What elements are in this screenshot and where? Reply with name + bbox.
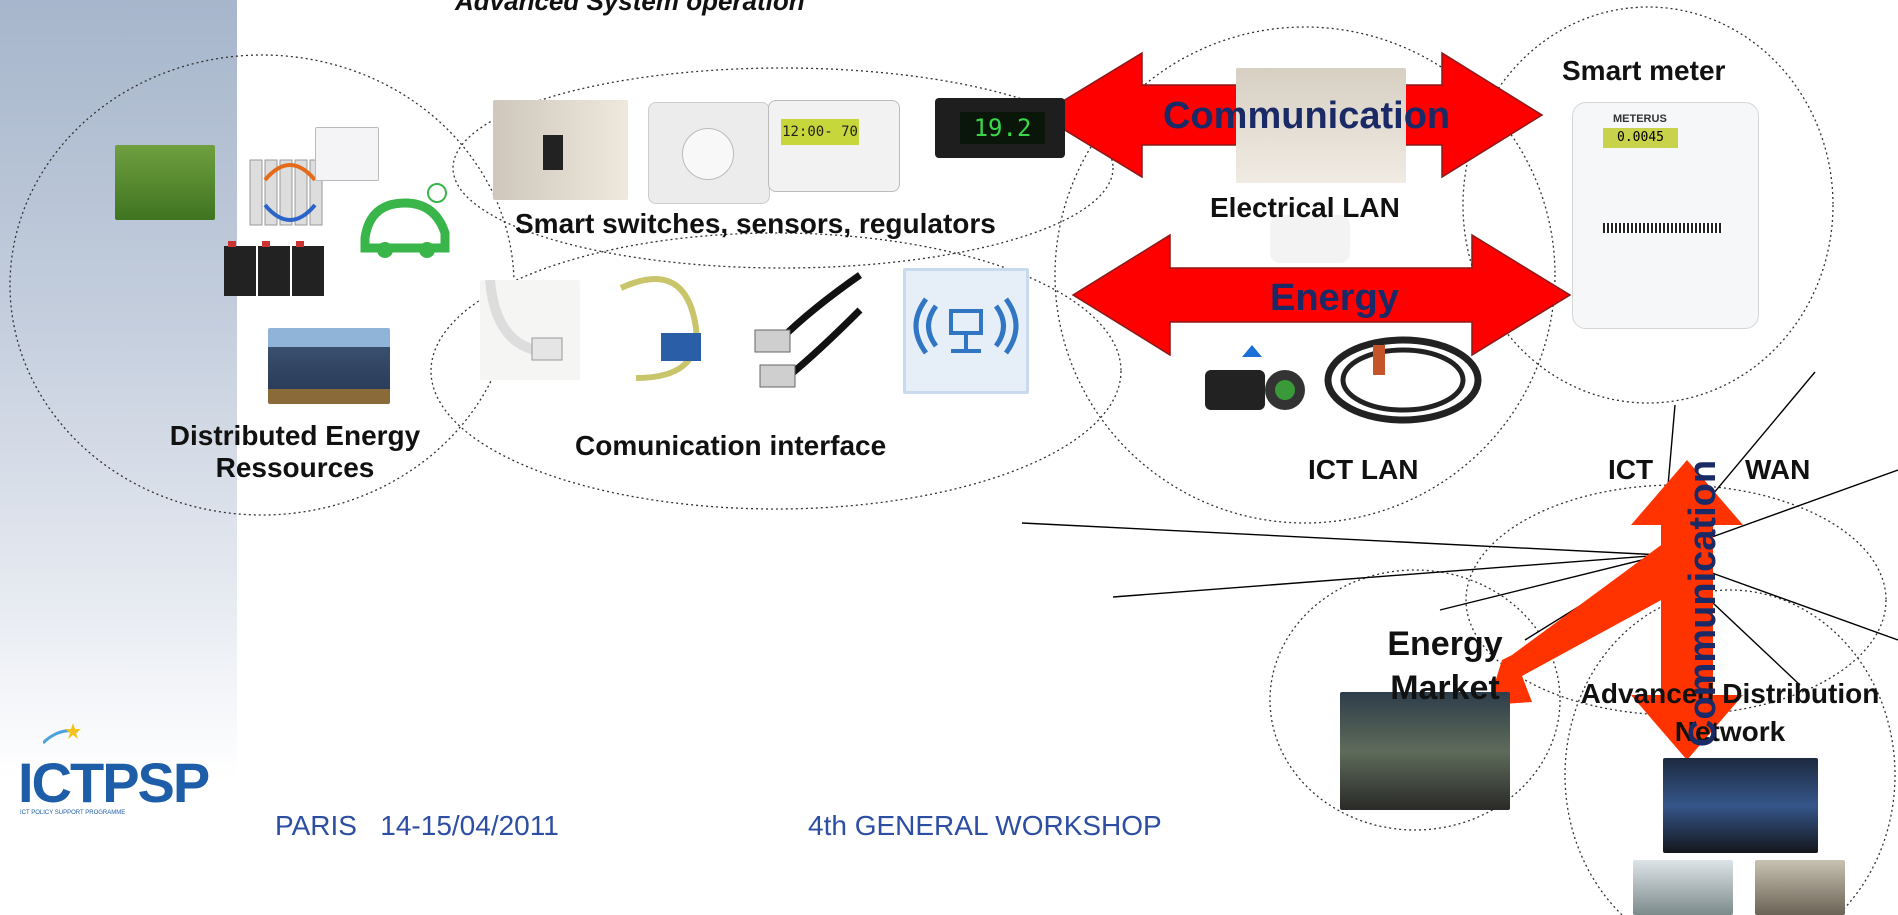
logo-subtitle: ICT POLICY SUPPORT PROGRAMME (20, 810, 126, 816)
vertical-communication-arrow (1631, 460, 1743, 760)
ethernet-cable-image (480, 280, 580, 380)
energy-arrow-label: Energy (1270, 277, 1399, 319)
control-room-photo (1663, 758, 1818, 853)
switches-ellipse (452, 67, 1114, 269)
thermostat-display: 12:00- 70 (781, 119, 859, 145)
panel-meter-image: 19.2 (935, 98, 1065, 158)
logo-text: ICTPSP (18, 751, 210, 814)
thermostat-dial-image (648, 102, 770, 204)
smart-meter-ellipse (1462, 6, 1834, 404)
substation-photo (1633, 860, 1733, 915)
energy-arrow (1071, 233, 1572, 357)
smart-meter-image: METERUS 0.0045 (1572, 102, 1759, 329)
vertical-arrow-label: Communication (1682, 459, 1725, 748)
power-cable-image (1200, 345, 1315, 420)
washing-machine-image (315, 127, 379, 181)
meter-brand: METERUS (1613, 113, 1667, 125)
adv-distribution-label: Advanced Distribution Network (1580, 678, 1880, 747)
electric-car-icon (345, 178, 465, 278)
meter-display: 0.0045 (1603, 128, 1678, 148)
com-interface-ellipse (430, 232, 1122, 510)
ict-label: ICT (1608, 454, 1654, 485)
market-arrow (1488, 540, 1698, 705)
communication-arrow-label: Communication (1163, 95, 1451, 137)
ictpsp-logo: ICTPSP ICT POLICY SUPPORT PROGRAMME (18, 723, 218, 816)
panel-display: 19.2 (960, 112, 1045, 144)
irrigation-photo (115, 145, 215, 220)
energy-market-ellipse (1269, 569, 1561, 831)
powerline-adapter-image (1270, 215, 1350, 263)
wan-label: WAN (1745, 454, 1811, 485)
wireless-network-icon (903, 268, 1029, 394)
ict-lan-label: ICT LAN (1308, 454, 1419, 485)
energy-market-label: Energy Market (1387, 625, 1503, 707)
smart-meter-label: Smart meter (1562, 55, 1726, 86)
solar-panel-photo (268, 328, 390, 404)
serial-cable-image (606, 268, 716, 398)
switch-photo (493, 100, 628, 200)
footer-location-date: PARIS 14-15/04/2011 (275, 810, 559, 841)
coiled-cable-image (1318, 330, 1483, 430)
adv-distribution-ellipse (1564, 589, 1896, 915)
batteries-image (222, 238, 327, 300)
transformer-photo (1755, 860, 1845, 915)
com-interface-label: Comunication interface (575, 430, 887, 461)
switches-label: Smart switches, sensors, regulators (515, 208, 996, 239)
wan-line (1021, 522, 1663, 556)
wan-line (1112, 554, 1663, 598)
wan-line (1439, 554, 1663, 611)
der-label: Distributed Energy Ressources (169, 420, 421, 483)
plug-photo (1236, 68, 1406, 183)
digital-thermostat-image: 12:00- 70 (768, 100, 900, 192)
usb-cable-image (750, 270, 870, 395)
page-title: Advanced System operation (455, 0, 805, 16)
footer-event: 4th GENERAL WORKSHOP (808, 810, 1162, 841)
lan-ellipse (1054, 26, 1556, 524)
star-swoosh-icon (43, 723, 81, 745)
electrical-lan-label: Electrical LAN (1210, 192, 1400, 223)
trading-floor-photo (1340, 692, 1510, 810)
